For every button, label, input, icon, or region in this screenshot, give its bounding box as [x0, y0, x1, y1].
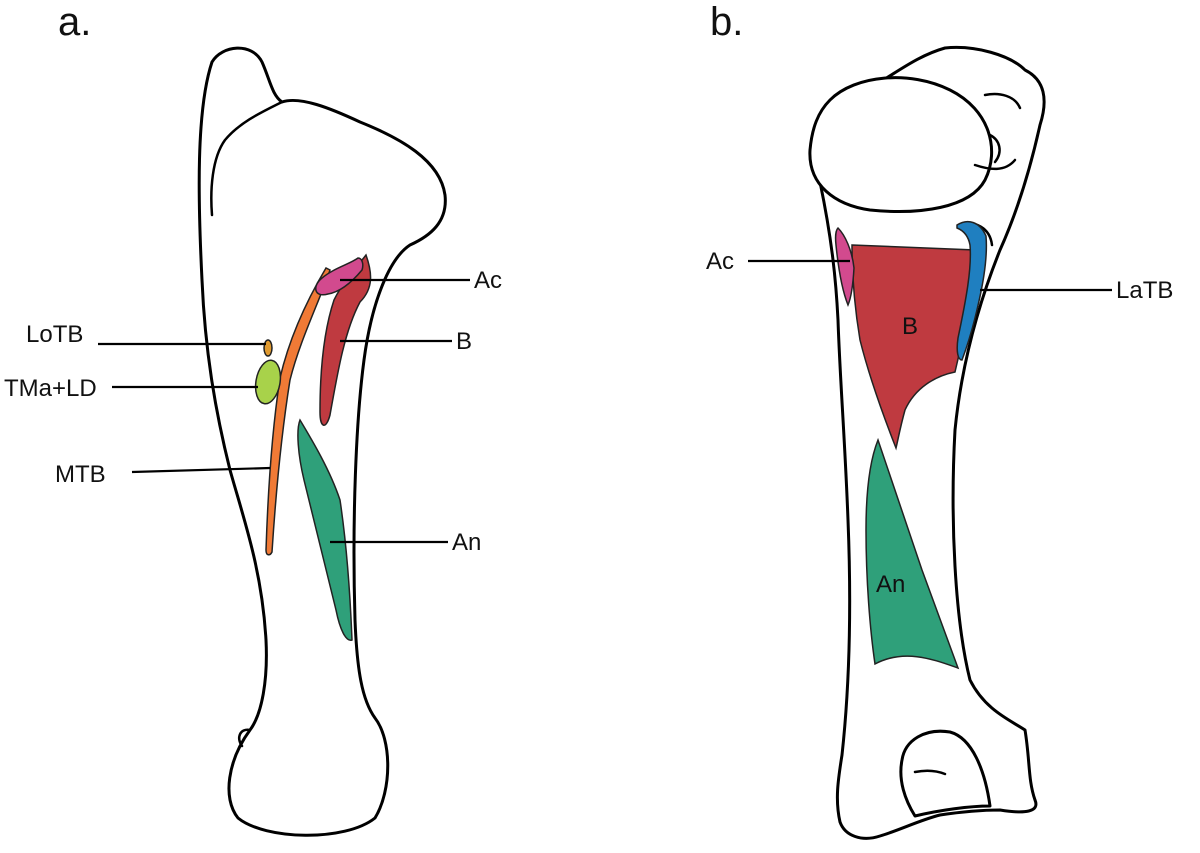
panel-b-ac-area	[834, 226, 855, 307]
panel-a-mtb-area	[265, 267, 331, 556]
panel-b-latb-area	[956, 220, 988, 361]
panel-b-detail-tuberosity-3	[973, 158, 1017, 171]
panel-b-callout-an: An	[876, 571, 905, 598]
panel-a-callout-mtb: MTB	[55, 461, 106, 488]
panel-b-detail-tuberosity-1	[983, 92, 1022, 110]
panel-a-detail-head	[210, 100, 284, 217]
panel-b-callout-ac: Ac	[706, 248, 734, 275]
panel-b-detail-tuberosity-2	[988, 133, 1001, 164]
panel-b: b. Ac LaTB B An	[706, 0, 1173, 840]
panel-a-detail-condyle	[238, 728, 252, 748]
panel-a-callout-ac: Ac	[474, 267, 502, 294]
panel-a: a. Ac B LoTB TMa+LD MTB An	[4, 0, 502, 837]
panel-b-callout-latb: LaTB	[1116, 277, 1173, 304]
panel-a-callout-tma-ld: TMa+LD	[4, 375, 97, 402]
panel-a-callout-lotb: LoTB	[26, 321, 83, 348]
panel-a-tma-ld-area	[254, 359, 282, 405]
panel-b-detail-fossa	[913, 769, 947, 776]
panel-b-callout-b: B	[902, 313, 918, 340]
panel-a-bone-outline	[197, 46, 447, 837]
panel-b-label: b.	[710, 0, 743, 44]
panel-a-an-area	[297, 418, 353, 641]
panel-a-label: a.	[58, 0, 91, 44]
panel-b-head	[808, 76, 994, 213]
panel-a-lotb-area	[263, 339, 273, 357]
panel-a-ac-area	[315, 257, 364, 296]
panel-a-callout-b: B	[456, 328, 472, 355]
panel-a-callout-an: An	[452, 529, 481, 556]
panel-b-an-area	[865, 437, 960, 670]
panel-a-leader-mtb	[131, 466, 271, 474]
